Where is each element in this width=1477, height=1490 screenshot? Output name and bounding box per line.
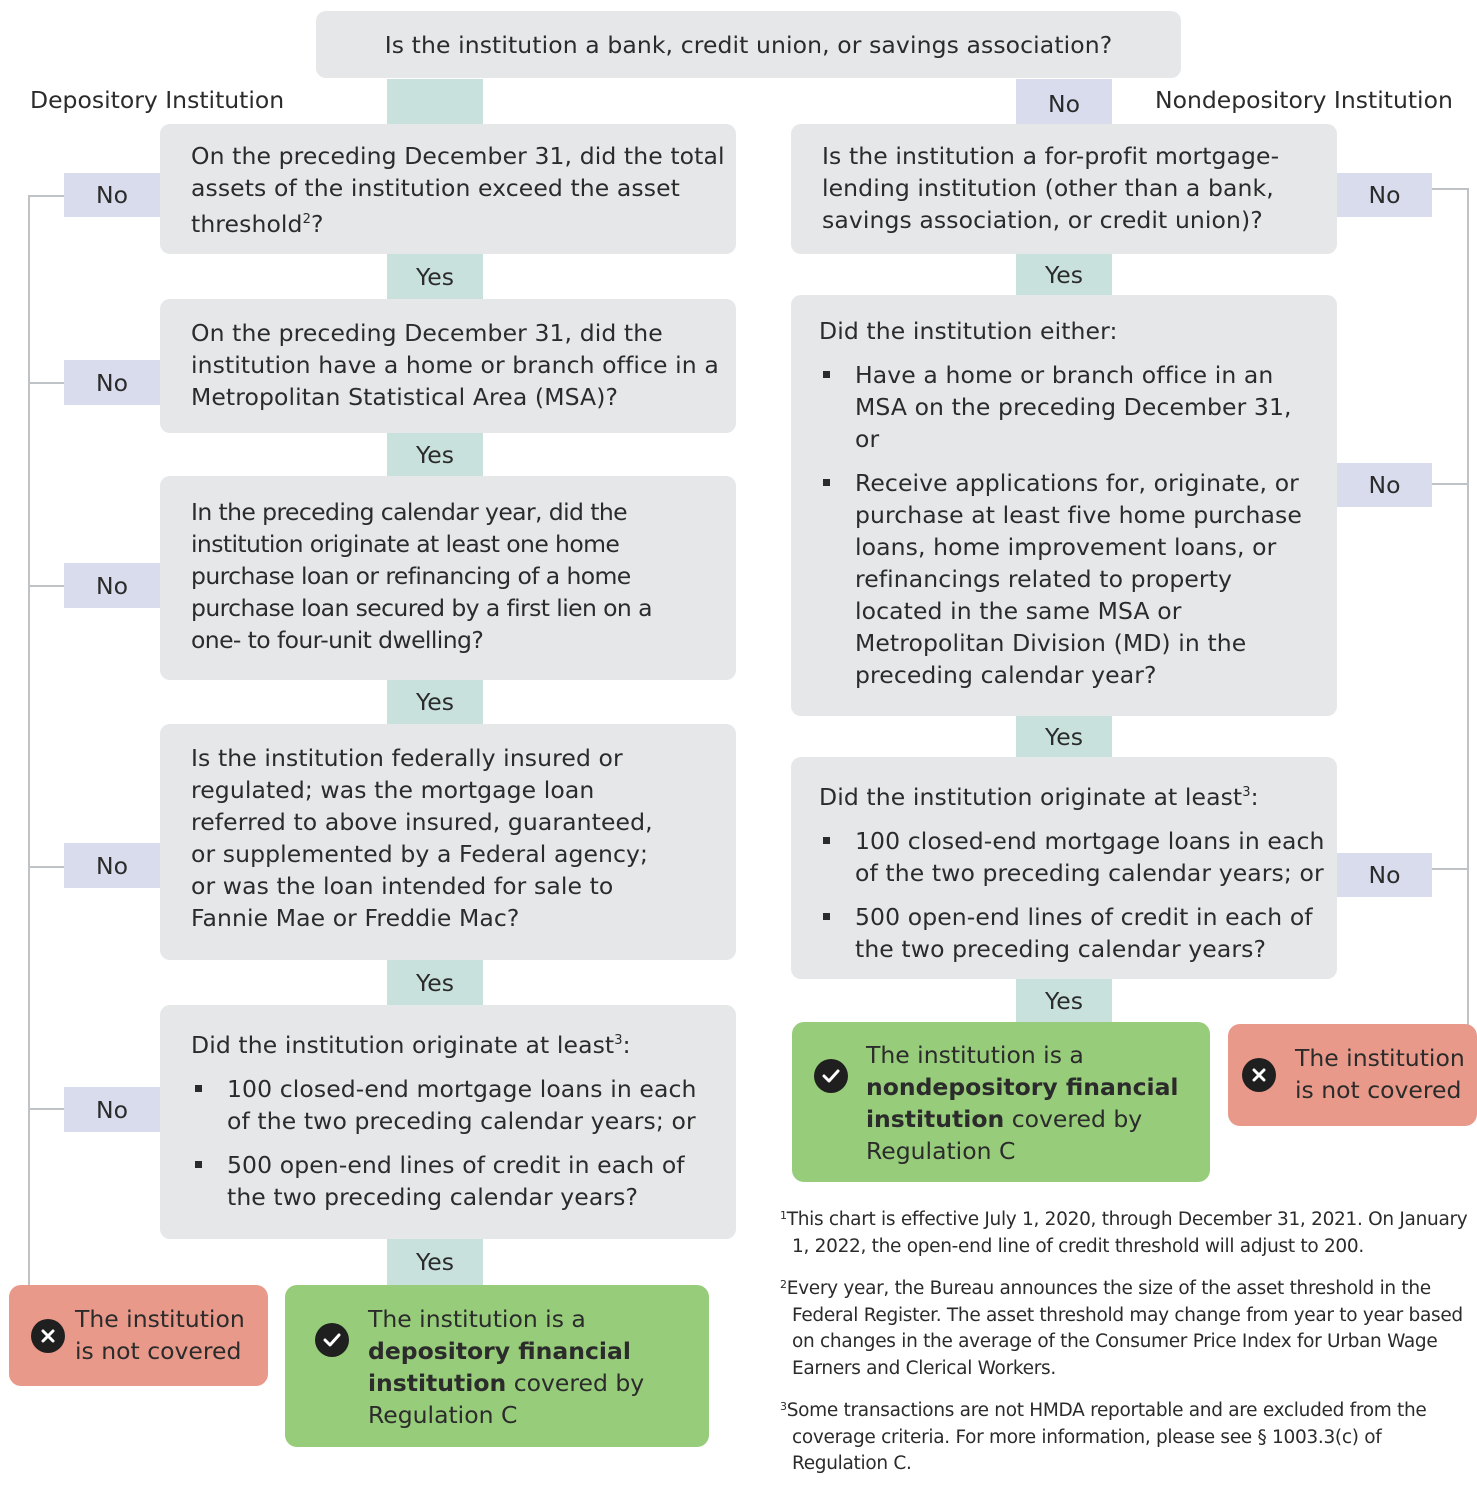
right-no-1: No xyxy=(1337,173,1432,217)
right-no-rail xyxy=(1467,188,1469,1026)
left-no-1: No xyxy=(64,173,160,217)
left-yes-3: Yes xyxy=(387,680,483,724)
left-no-stub xyxy=(28,1108,64,1110)
left-q1-text: On the preceding December 31, did the to… xyxy=(191,142,725,238)
right-no-2: No xyxy=(1337,463,1432,507)
x-circle-icon xyxy=(1242,1058,1276,1092)
top-question-box: Is the institution a bank, credit union,… xyxy=(316,11,1181,78)
left-no-3: No xyxy=(64,563,160,608)
left-no-5: No xyxy=(64,1087,160,1132)
left-no-stub xyxy=(28,195,64,197)
left-covered-pre: The institution is a xyxy=(368,1305,586,1333)
right-q3-bullet: 500 open-end lines of credit in each of … xyxy=(819,901,1329,965)
right-q1-text: Is the institution a for-profit mortgage… xyxy=(822,142,1280,234)
footnote-3-text: Some transactions are not HMDA reportabl… xyxy=(786,1400,1427,1474)
left-question-3: In the preceding calendar year, did the … xyxy=(160,476,736,680)
left-no-stub xyxy=(28,382,64,384)
left-no-stub xyxy=(28,866,64,868)
left-q5-footnote-ref: 3 xyxy=(614,1033,623,1048)
right-covered-bold: nondepository financial institution xyxy=(866,1073,1179,1133)
left-no-4: No xyxy=(64,843,160,888)
right-question-1: Is the institution a for-profit mortgage… xyxy=(791,124,1337,254)
left-q5-bullet: 500 open-end lines of credit in each of … xyxy=(191,1149,716,1213)
footnote-2-num: 2 xyxy=(780,1278,787,1291)
left-q1-footnote-ref: 2 xyxy=(302,212,311,227)
right-yes-2: Yes xyxy=(1016,716,1112,757)
x-circle-icon xyxy=(31,1319,65,1353)
right-covered-post: covered by Regulation C xyxy=(866,1105,1143,1165)
left-not-covered-box: The institution is not covered xyxy=(9,1285,268,1386)
left-yes-2: Yes xyxy=(387,433,483,476)
left-question-5: Did the institution originate at least3:… xyxy=(160,1005,736,1239)
left-no-rail xyxy=(28,195,30,1290)
footnote-2-text: Every year, the Bureau announces the siz… xyxy=(786,1278,1463,1379)
footnote-1: 1This chart is effective July 1, 2020, t… xyxy=(780,1203,1470,1260)
check-circle-icon xyxy=(315,1323,349,1357)
footnote-3: 3Some transactions are not HMDA reportab… xyxy=(780,1394,1470,1478)
footnote-3-num: 3 xyxy=(780,1400,787,1413)
top-question-text: Is the institution a bank, credit union,… xyxy=(384,30,1113,59)
right-q3-tail: : xyxy=(1250,782,1259,811)
right-q2-intro: Did the institution either: xyxy=(819,317,1118,345)
left-covered-box: The institution is a depository financia… xyxy=(285,1285,709,1447)
left-question-2: On the preceding December 31, did the in… xyxy=(160,299,736,433)
left-yes-4: Yes xyxy=(387,960,483,1005)
left-question-4: Is the institution federally insured or … xyxy=(160,724,736,960)
check-circle-icon xyxy=(814,1059,848,1093)
left-yes-1: Yes xyxy=(387,254,483,299)
left-q4-text: Is the institution federally insured or … xyxy=(191,744,653,932)
connector-depository xyxy=(387,79,483,124)
right-q3-bullet: 100 closed-end mortgage loans in each of… xyxy=(819,825,1329,889)
left-covered-bold: depository financial institution xyxy=(368,1337,631,1397)
left-q2-text: On the preceding December 31, did the in… xyxy=(191,319,719,411)
footnote-2: 2Every year, the Bureau announces the si… xyxy=(780,1272,1470,1382)
depository-label: Depository Institution xyxy=(30,86,285,114)
right-q3-intro: Did the institution originate at least xyxy=(819,782,1243,811)
right-q2-bullet: Receive applications for, originate, or … xyxy=(819,467,1309,691)
connector-nondepository-no: No xyxy=(1016,79,1112,124)
right-q3-footnote-ref: 3 xyxy=(1242,785,1251,800)
left-q5-tail: : xyxy=(622,1030,631,1059)
right-yes-1: Yes xyxy=(1016,254,1112,295)
left-question-1: On the preceding December 31, did the to… xyxy=(160,124,736,254)
left-not-covered-text: The institution is not covered xyxy=(75,1305,245,1365)
right-not-covered-text: The institution is not covered xyxy=(1295,1044,1465,1104)
nondepository-label: Nondepository Institution xyxy=(1155,86,1453,114)
left-covered-post: covered by Regulation C xyxy=(368,1369,645,1429)
right-not-covered-box: The institution is not covered xyxy=(1228,1024,1477,1126)
left-q5-bullet: 100 closed-end mortgage loans in each of… xyxy=(191,1073,716,1137)
right-no-stub xyxy=(1432,483,1468,485)
right-no-stub xyxy=(1432,868,1468,870)
right-yes-3: Yes xyxy=(1016,979,1112,1022)
footnote-1-num: 1 xyxy=(780,1209,787,1222)
footnote-1-text: This chart is effective July 1, 2020, th… xyxy=(786,1209,1468,1257)
right-q2-bullet: Have a home or branch office in an MSA o… xyxy=(819,359,1309,455)
left-yes-5: Yes xyxy=(387,1239,483,1285)
right-covered-pre: The institution is a xyxy=(866,1041,1084,1069)
left-q1-tail: ? xyxy=(310,209,324,238)
left-no-stub xyxy=(28,585,64,587)
right-covered-box: The institution is a nondepository finan… xyxy=(792,1022,1210,1182)
right-question-2: Did the institution either: Have a home … xyxy=(791,295,1337,716)
left-no-2: No xyxy=(64,360,160,405)
right-no-3: No xyxy=(1337,853,1432,897)
left-q3-text: In the preceding calendar year, did the … xyxy=(191,498,653,654)
right-question-3: Did the institution originate at least3:… xyxy=(791,757,1337,979)
right-no-stub xyxy=(1432,188,1468,190)
left-q5-intro: Did the institution originate at least xyxy=(191,1030,615,1059)
